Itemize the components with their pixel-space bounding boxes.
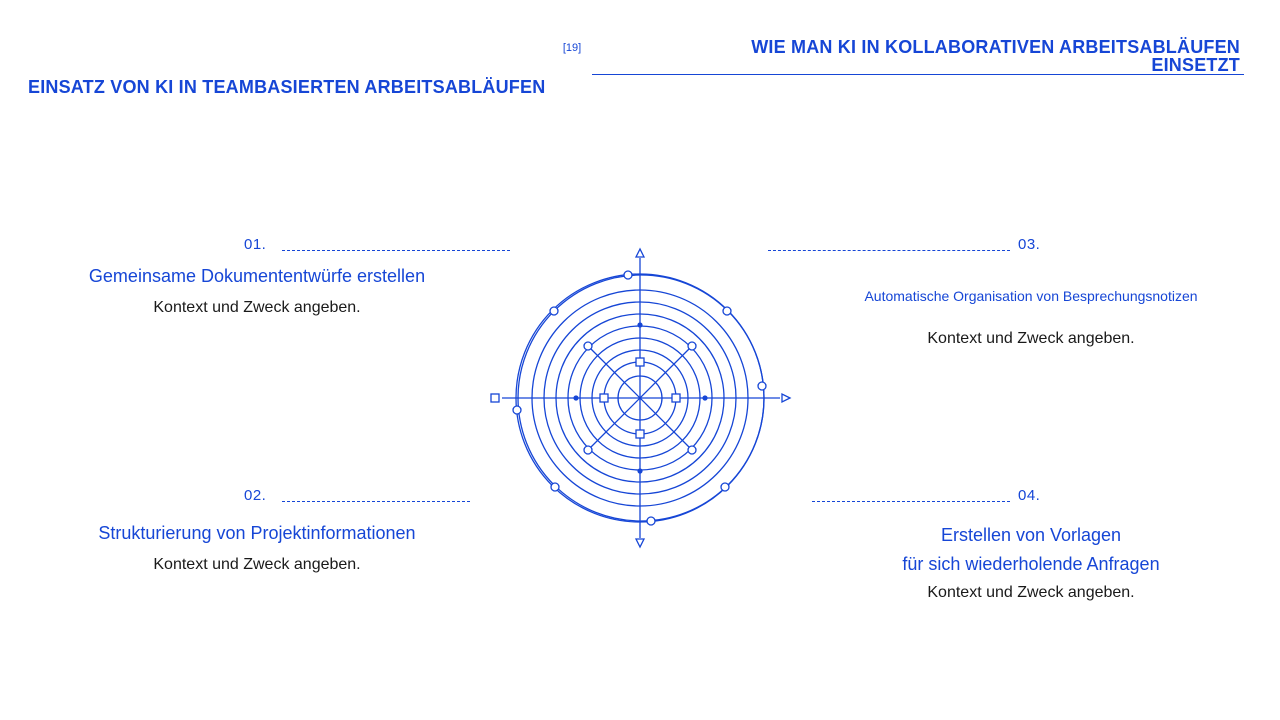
circle-marker-icon [549, 306, 559, 316]
dot-marker-icon [573, 395, 579, 401]
item-02-number: 02. [244, 487, 267, 504]
page-number: [19] [562, 42, 582, 54]
circle-marker-icon [687, 341, 697, 351]
diagram-markers [490, 247, 792, 549]
item-03-title: Automatische Organisation von Besprechun… [864, 288, 1198, 304]
header-title: WIE MAN KI IN KOLLABORATIVEN ARBEITSABLÄ… [600, 38, 1240, 74]
dot-marker-icon [702, 395, 708, 401]
dot-marker-icon [637, 468, 643, 474]
diagram-dots [573, 322, 708, 474]
item-02-description: Kontext und Zweck angeben. [153, 556, 361, 573]
diagonal-axis-b [587, 345, 693, 451]
square-left-icon [490, 393, 500, 403]
circle-marker-icon [623, 270, 633, 280]
slide-title: EINSATZ VON KI IN TEAMBASIERTEN ARBEITSA… [28, 77, 546, 97]
item-02-title: Strukturierung von Projektinformationen [98, 523, 416, 543]
triangle-right-icon [781, 392, 792, 404]
item-04-title: Erstellen von Vorlagen für sich wiederho… [831, 521, 1231, 579]
item-03-number: 03. [1018, 236, 1041, 253]
circle-marker-icon [512, 405, 522, 415]
square-marker-icon [671, 393, 681, 403]
header-title-line2: EINSETZT [1151, 55, 1240, 75]
circle-marker-icon [550, 482, 560, 492]
item-03-dotted-line [768, 250, 1010, 251]
item-04-description: Kontext und Zweck angeben. [927, 584, 1135, 601]
dot-marker-icon [637, 322, 643, 328]
circle-marker-icon [722, 306, 732, 316]
item-04-title-line1: Erstellen von Vorlagen [940, 525, 1122, 545]
concentric-circle-diagram [490, 247, 792, 549]
square-marker-icon [635, 357, 645, 367]
item-04-dotted-line [812, 501, 1010, 502]
item-01-dotted-line [282, 250, 510, 251]
header-title-line1: WIE MAN KI IN KOLLABORATIVEN ARBEITSABLÄ… [751, 37, 1240, 57]
circle-marker-icon [646, 516, 656, 526]
triangle-bottom-icon [634, 538, 646, 549]
item-01-number: 01. [244, 236, 267, 253]
circle-marker-icon [583, 341, 593, 351]
circle-marker-icon [687, 445, 697, 455]
item-04-number: 04. [1018, 487, 1041, 504]
circle-marker-icon [720, 482, 730, 492]
circle-marker-icon [757, 381, 767, 391]
triangle-top-icon [634, 247, 646, 258]
square-marker-icon [599, 393, 609, 403]
item-04-title-line2: für sich wiederholende Anfragen [902, 554, 1160, 574]
item-02-dotted-line [282, 501, 470, 502]
circle-marker-icon [583, 445, 593, 455]
diagram-axes [502, 258, 780, 538]
item-01-description: Kontext und Zweck angeben. [153, 299, 361, 316]
item-01-title: Gemeinsame Dokumententwürfe erstellen [88, 266, 426, 286]
header-divider [592, 74, 1244, 75]
item-03-description: Kontext und Zweck angeben. [927, 330, 1135, 347]
square-marker-icon [635, 429, 645, 439]
